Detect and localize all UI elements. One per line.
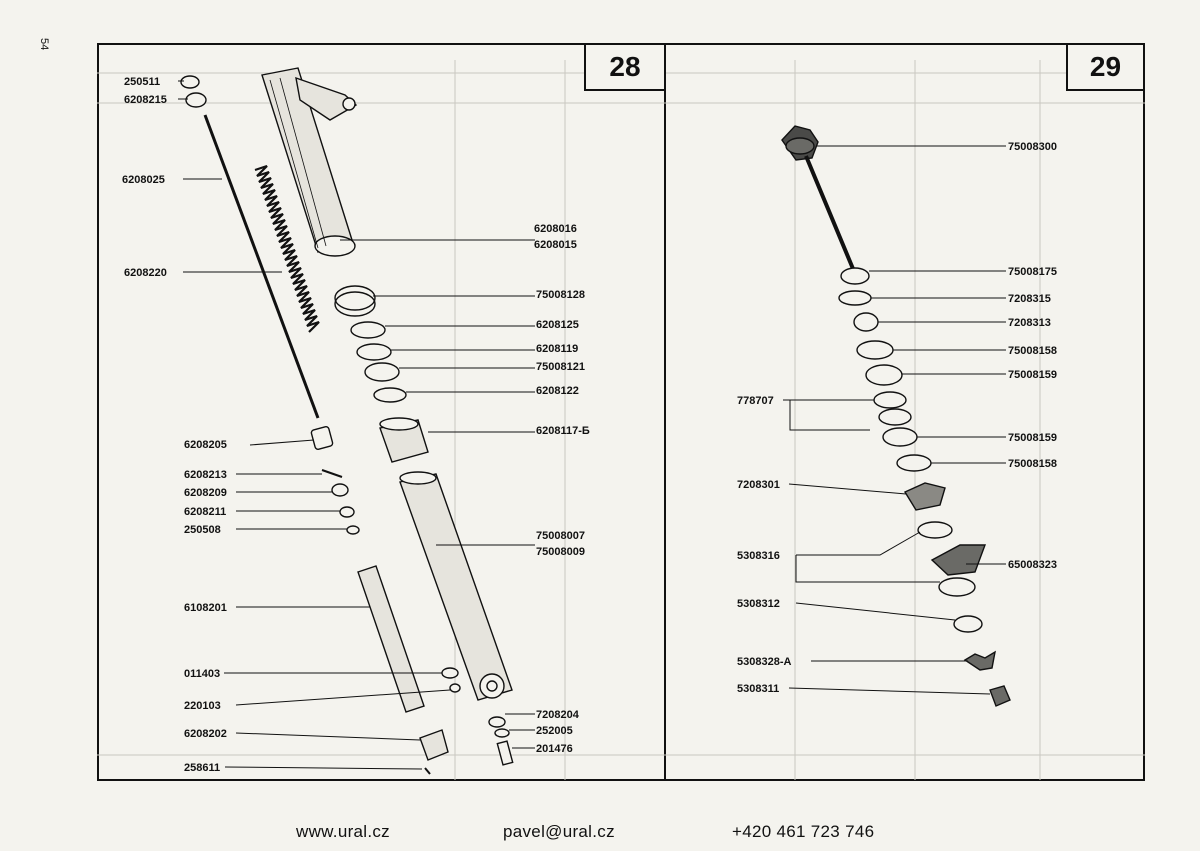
- shaft: [804, 155, 858, 277]
- plate-7208301: [903, 482, 946, 511]
- part-label: 6208220: [124, 267, 167, 279]
- part-label: 7208204: [536, 709, 580, 721]
- part-label: 75008121: [536, 361, 585, 373]
- part-label: 75008158: [1008, 458, 1057, 470]
- figure-number-28: 28: [584, 43, 666, 91]
- part-label: 75008300: [1008, 141, 1057, 153]
- part-label: 252005: [536, 725, 573, 737]
- fork-leg-assembly: [180, 67, 514, 775]
- nut-75008175: [840, 267, 870, 285]
- part-label: 6208025: [122, 174, 165, 186]
- rod-6208025: [203, 114, 320, 419]
- part-label: 6208209: [184, 487, 227, 499]
- part-label: 65008323: [1008, 559, 1057, 571]
- ring-6208125: [350, 321, 386, 339]
- washer-6208215: [185, 92, 207, 108]
- part-label: 250508: [184, 524, 221, 536]
- leader-lines-left: [178, 80, 535, 770]
- part-label: 7208315: [1008, 293, 1051, 305]
- disc-778707-a: [873, 391, 907, 409]
- part-label: 75008128: [536, 289, 585, 301]
- ring-6208122: [373, 387, 407, 403]
- part-label: 011403: [184, 668, 220, 680]
- part-label: 778707: [737, 395, 774, 407]
- part-labels-left: 250511 6208215 6208025 6208016 6208015 6…: [122, 76, 590, 774]
- footer-email[interactable]: pavel@ural.cz: [503, 822, 615, 841]
- footer-phone: +420 461 723 746: [732, 822, 875, 841]
- nut-7208313: [853, 312, 879, 332]
- part-label: 6208205: [184, 439, 227, 451]
- tube-bracket: [295, 76, 358, 121]
- part-label: 6208016: [534, 223, 577, 235]
- steering-damper-assembly: [781, 125, 1011, 707]
- part-label: 6208015: [534, 239, 577, 251]
- spring-6208220: [254, 164, 320, 333]
- part-label: 75008007: [536, 530, 585, 542]
- part-label: 75008159: [1008, 369, 1057, 381]
- leader-lines-right: [783, 145, 1006, 695]
- inner-tube-6108201: [357, 565, 425, 713]
- part-label: 75008158: [1008, 345, 1057, 357]
- part-label: 6208125: [536, 319, 579, 331]
- part-6208205: [310, 425, 334, 451]
- lower-tube-75008007: [399, 473, 513, 701]
- panel-divider: [664, 43, 666, 781]
- part-label: 6108201: [184, 602, 227, 614]
- part-label: 7208313: [1008, 317, 1051, 329]
- part-label: 6208211: [184, 506, 226, 518]
- part-label: 220103: [184, 700, 221, 712]
- washer-7208315: [838, 290, 872, 306]
- part-label: 5308311: [737, 683, 779, 695]
- plate-75008158-b: [896, 454, 932, 472]
- nut-5308311: [989, 685, 1011, 707]
- lever-65008323: [930, 544, 987, 576]
- part-label: 6208215: [124, 94, 167, 106]
- disc-778707-b: [878, 408, 912, 426]
- part-label: 5308316: [737, 550, 780, 562]
- ring-75008159: [865, 364, 903, 386]
- part-label: 6208117-Б: [536, 425, 590, 437]
- wingnut-5308328: [963, 650, 996, 671]
- figure-number-29: 29: [1066, 43, 1145, 91]
- washer-5308316-b: [938, 577, 976, 597]
- part-labels-right: 75008300 75008175 7208315 7208313 750081…: [737, 141, 1057, 695]
- part-label: 5308312: [737, 598, 780, 610]
- washer-5308316: [917, 521, 953, 539]
- part-label: 201476: [536, 743, 573, 755]
- part-label: 75008159: [1008, 432, 1057, 444]
- washer-5308312: [953, 615, 983, 633]
- part-6208202: [419, 729, 449, 761]
- footer-website[interactable]: www.ural.cz: [296, 822, 390, 841]
- plate-75008158: [856, 340, 894, 360]
- part-label: 6208119: [536, 343, 578, 355]
- part-label: 75008009: [536, 546, 585, 558]
- part-label: 6208213: [184, 469, 227, 481]
- ring-75008159-b: [882, 427, 918, 447]
- seal-75008121: [364, 362, 400, 382]
- nut-75008128: [334, 285, 376, 311]
- part-label: 6208122: [536, 385, 579, 397]
- part-label: 75008175: [1008, 266, 1057, 278]
- background-table-lines: [97, 60, 1145, 780]
- part-label: 7208301: [737, 479, 780, 491]
- part-label: 6208202: [184, 728, 227, 740]
- part-label: 258611: [184, 762, 220, 774]
- part-label: 250511: [124, 76, 160, 88]
- nut-250511: [180, 75, 200, 89]
- ring-6208119: [356, 343, 392, 361]
- part-label: 5308328-A: [737, 656, 791, 668]
